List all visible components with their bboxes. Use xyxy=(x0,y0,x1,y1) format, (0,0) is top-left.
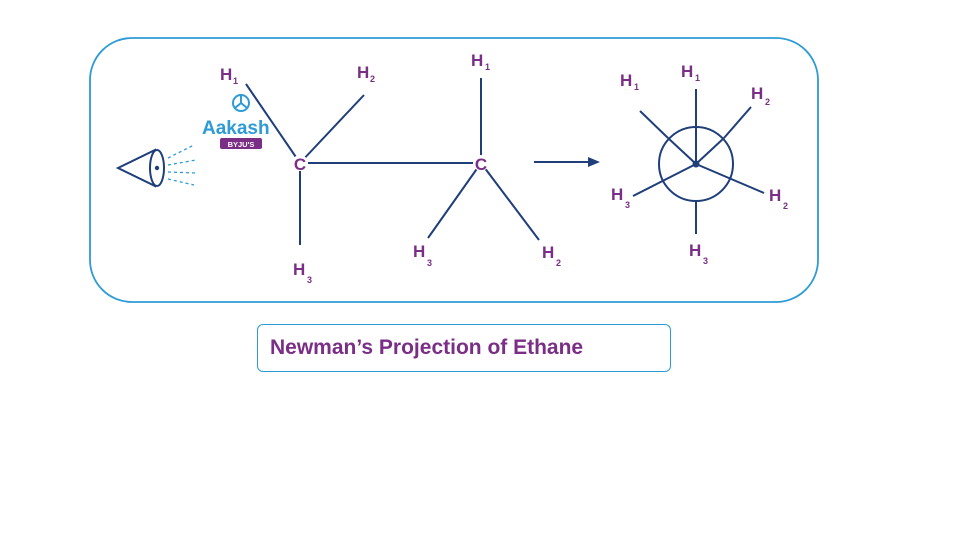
caption-title: Newman’s Projection of Ethane xyxy=(270,336,584,359)
svg-text:H: H xyxy=(471,51,483,70)
svg-text:H: H xyxy=(220,65,232,84)
sawhorse-back-h1: H 1 xyxy=(471,51,490,72)
svg-text:3: 3 xyxy=(703,256,708,266)
svg-text:1: 1 xyxy=(634,82,639,92)
sawhorse-bonds xyxy=(245,78,540,245)
logo-name: Aakash xyxy=(202,118,270,139)
newman-h2-top: H 2 xyxy=(751,84,770,107)
svg-text:2: 2 xyxy=(556,258,561,268)
newman-h3-left: H 3 xyxy=(611,185,630,210)
svg-text:1: 1 xyxy=(695,73,700,83)
newman-h1-left: H 1 xyxy=(620,71,639,92)
arrow-icon xyxy=(534,157,600,167)
diagram-frame xyxy=(89,37,819,303)
sawhorse-back-h2: H 2 xyxy=(542,243,561,268)
front-carbon-label: C xyxy=(294,155,306,174)
svg-text:3: 3 xyxy=(427,258,432,268)
back-carbon-label: C xyxy=(475,155,487,174)
sawhorse-front-h3: H 3 xyxy=(293,260,312,285)
sawhorse-front-h2: H 2 xyxy=(357,63,375,84)
svg-text:H: H xyxy=(689,241,701,260)
sawhorse-front-h1: H 1 xyxy=(220,65,238,86)
sawhorse-back-h3: H 3 xyxy=(413,242,432,268)
svg-text:1: 1 xyxy=(485,62,490,72)
eye-icon xyxy=(115,144,197,188)
svg-text:H: H xyxy=(611,185,623,204)
newman-h2-right: H 2 xyxy=(769,186,788,211)
newman-center-dot xyxy=(692,160,700,168)
svg-text:H: H xyxy=(413,242,425,261)
newman-projection xyxy=(632,89,765,234)
newman-h3-bottom: H 3 xyxy=(689,241,708,266)
svg-text:2: 2 xyxy=(765,97,770,107)
logo-tagline: BYJU'S xyxy=(228,140,255,149)
aakash-logo: Aakash BYJU'S xyxy=(202,94,270,149)
svg-text:H: H xyxy=(357,63,369,82)
svg-text:H: H xyxy=(620,71,632,90)
svg-text:2: 2 xyxy=(783,201,788,211)
svg-text:2: 2 xyxy=(370,74,375,84)
svg-text:3: 3 xyxy=(625,200,630,210)
svg-text:1: 1 xyxy=(233,76,238,86)
svg-text:H: H xyxy=(751,84,763,103)
caption-box: Newman’s Projection of Ethane xyxy=(257,324,671,372)
svg-text:3: 3 xyxy=(307,275,312,285)
svg-text:H: H xyxy=(681,62,693,81)
svg-text:H: H xyxy=(769,186,781,205)
svg-text:H: H xyxy=(293,260,305,279)
newman-h1-top: H 1 xyxy=(681,62,700,83)
svg-text:H: H xyxy=(542,243,554,262)
